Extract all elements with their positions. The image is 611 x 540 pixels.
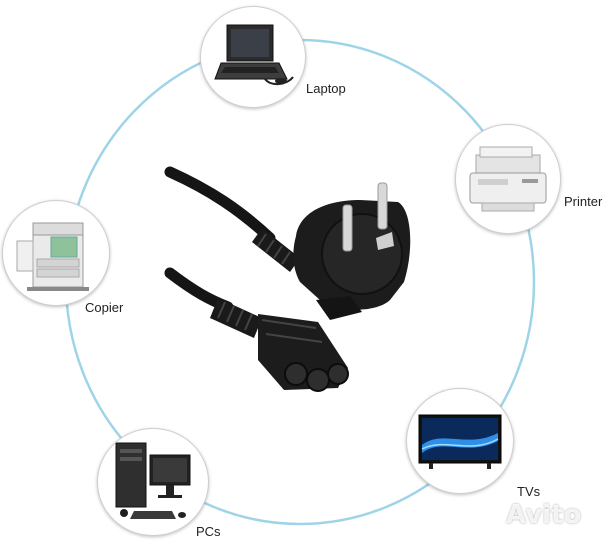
copier-label: Copier [85,300,124,315]
avito-watermark: Avito [506,500,582,530]
tv-image [406,388,514,494]
c5-connector [258,314,349,392]
cable-upper [164,166,276,244]
printer-label: Printer [564,194,603,209]
printer-image [455,124,561,234]
schuko-plug [293,182,411,320]
strain-relief-lower [210,298,262,338]
tvs-label: TVs [517,484,541,499]
laptop-label: Laptop [306,81,346,96]
pc-image [97,428,209,536]
strain-relief-upper [252,228,300,272]
laptop-image [200,6,306,108]
copier-image [2,200,110,306]
pcs-label: PCs [196,524,221,539]
plug-pin-left [342,204,353,252]
plug-pin-right [377,182,388,230]
